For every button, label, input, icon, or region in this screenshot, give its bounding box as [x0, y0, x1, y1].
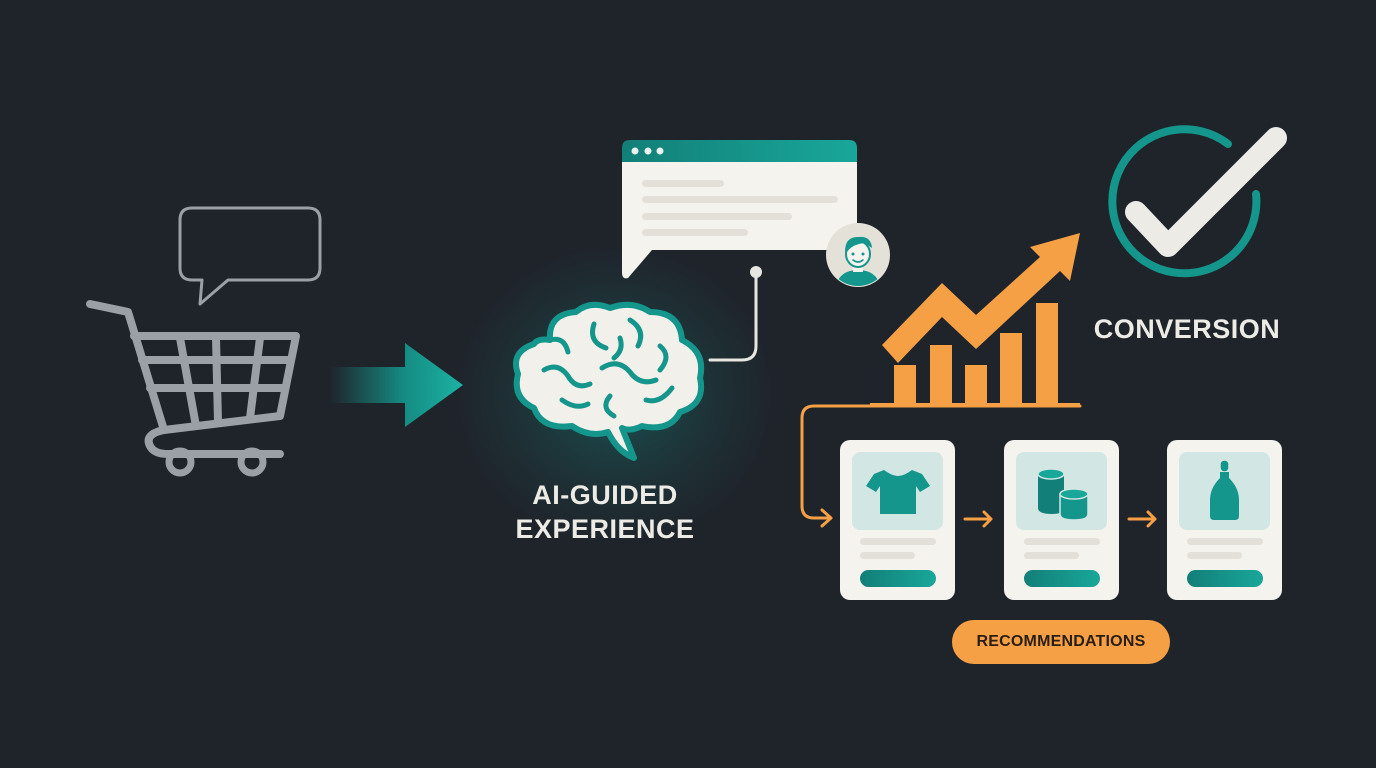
shopping-cart-icon [84, 296, 304, 478]
card-action-button[interactable] [860, 570, 936, 587]
flow-arrow-cart-to-ai [330, 343, 465, 427]
t-shirt-icon [866, 470, 930, 514]
recommendation-card-1[interactable] [840, 440, 955, 600]
speech-bubble-icon [178, 206, 324, 306]
recommendations-badge: RECOMMENDATIONS [952, 620, 1170, 664]
chat-window [622, 140, 857, 279]
card-action-button[interactable] [1187, 570, 1263, 587]
arrow-card2-to-card3 [1127, 510, 1159, 528]
check-circle-icon [1098, 124, 1293, 294]
ai-guided-experience-label: AI-GUIDED EXPERIENCE [490, 478, 720, 546]
card-text-line [1024, 538, 1100, 545]
recommendation-card-3[interactable] [1167, 440, 1282, 600]
card-action-button[interactable] [1024, 570, 1100, 587]
card-text-line [860, 552, 915, 559]
flow-arrow-chart-to-recommendations [796, 402, 1086, 532]
card-image [852, 452, 943, 530]
cylinders-icon [1037, 468, 1089, 521]
conversion-label: CONVERSION [1093, 314, 1281, 344]
card-text-line [1024, 552, 1079, 559]
user-avatar-icon [825, 222, 891, 288]
card-image [1179, 452, 1270, 530]
brain-icon [510, 300, 710, 461]
ai-label-line1: AI-GUIDED [532, 480, 678, 510]
bottle-icon [1210, 459, 1239, 520]
recommendation-card-2[interactable] [1004, 440, 1119, 600]
card-text-line [1187, 552, 1242, 559]
ai-label-line2: EXPERIENCE [515, 514, 695, 544]
card-image [1016, 452, 1107, 530]
arrow-card1-to-card2 [963, 510, 995, 528]
card-text-line [1187, 538, 1263, 545]
rising-bar-chart-icon [870, 225, 1085, 410]
card-text-line [860, 538, 936, 545]
connector-line [708, 262, 768, 366]
